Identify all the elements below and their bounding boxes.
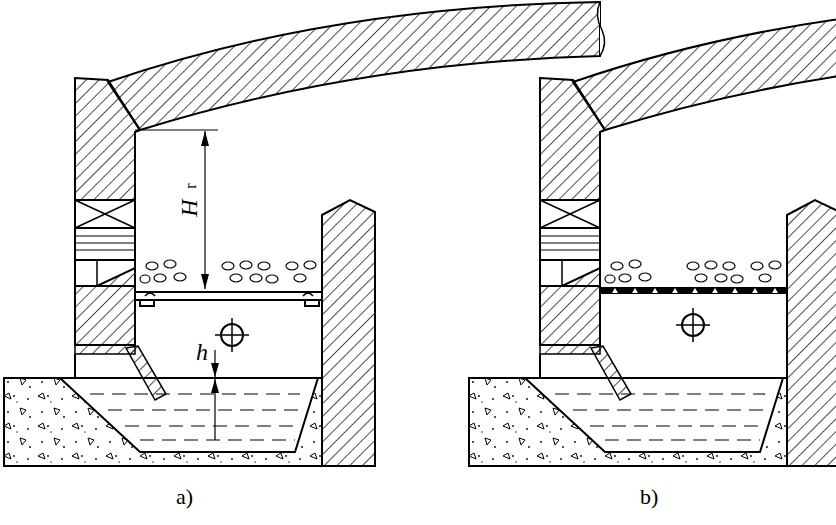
panel-label: b) [640, 486, 658, 508]
dimension-subscript: r [183, 183, 199, 188]
panel-label: a) [176, 486, 193, 508]
dimension-symbol: H [177, 199, 201, 216]
dimension-symbol: h [196, 340, 208, 364]
